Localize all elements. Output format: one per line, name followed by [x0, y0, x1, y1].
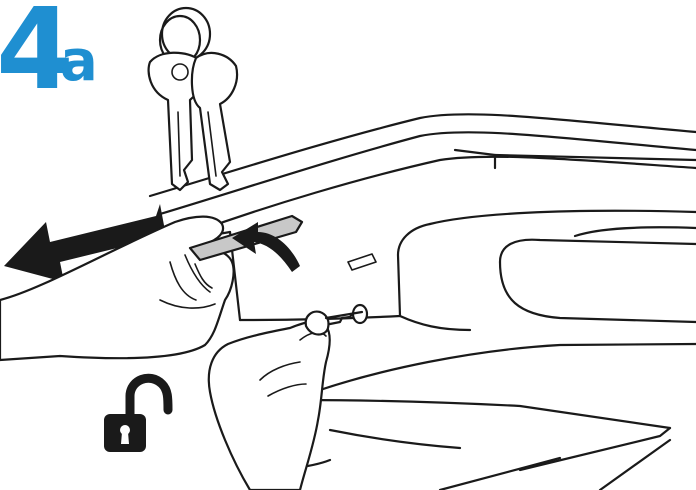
key-ring-icon — [149, 8, 237, 190]
unlocked-padlock-icon — [104, 378, 168, 452]
